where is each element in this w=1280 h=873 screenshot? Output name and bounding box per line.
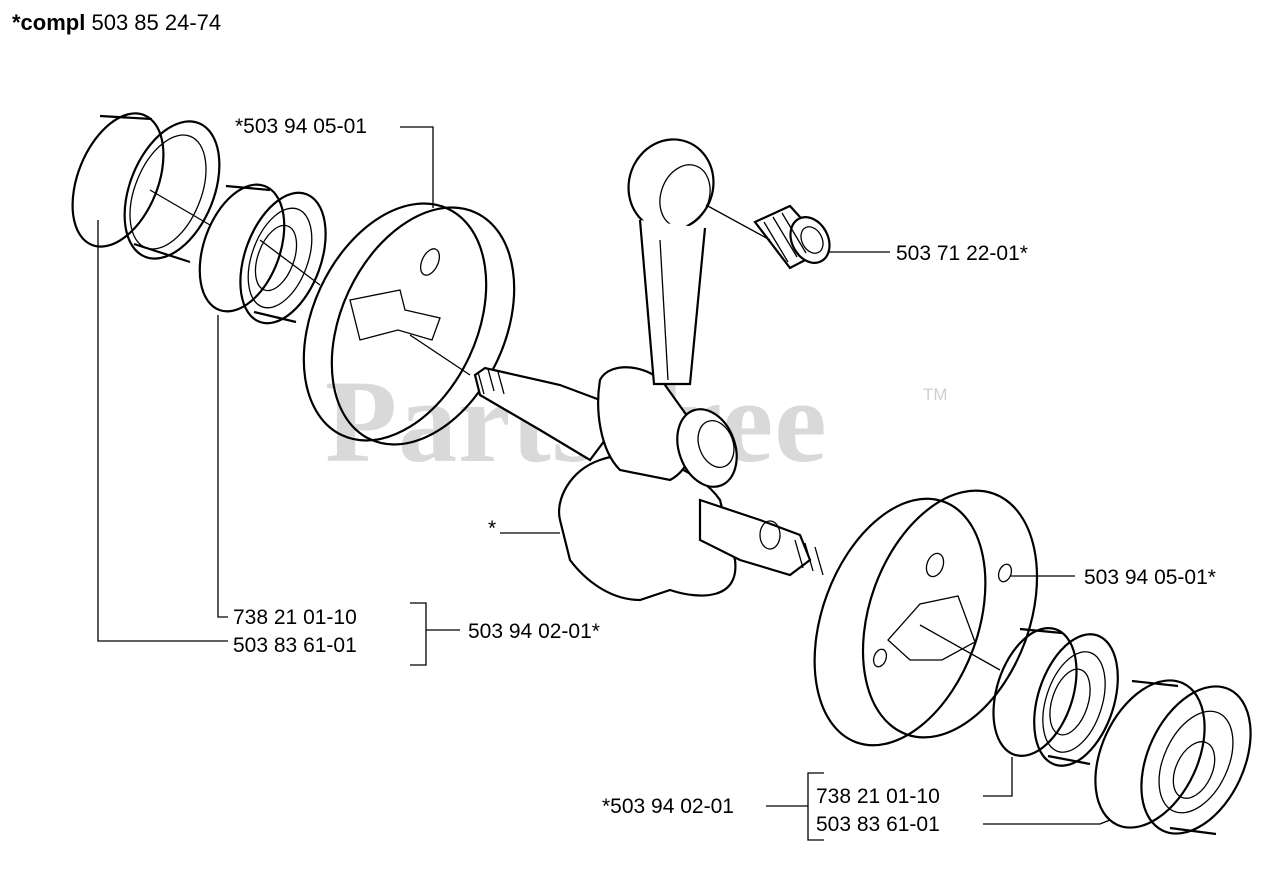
connecting-rod[interactable] (616, 127, 726, 386)
label-right-bearing: 738 21 01-10 (816, 785, 940, 808)
label-flywheel-bottom: 503 94 05-01* (1084, 566, 1216, 589)
left-flywheel[interactable] (268, 174, 550, 474)
right-flywheel[interactable] (783, 466, 1069, 769)
label-flywheel-top: *503 94 05-01 (235, 115, 367, 138)
leader-lines (97, 126, 1111, 841)
label-left-kit: 503 94 02-01* (468, 620, 600, 643)
assembly-title: *compl 503 85 24-74 (12, 10, 221, 36)
crankshaft[interactable] (473, 366, 824, 602)
label-crank-marker: * (488, 517, 497, 540)
label-left-bearing: 738 21 01-10 (233, 606, 357, 629)
right-ball-bearing[interactable] (978, 617, 1133, 776)
label-left-seal: 503 83 61-01 (233, 634, 357, 657)
right-oil-seal[interactable] (1074, 663, 1273, 851)
label-needle-bearing: 503 71 22-01* (896, 242, 1028, 265)
assembly-number: 503 85 24-74 (91, 10, 222, 35)
needle-bearing[interactable] (705, 204, 837, 270)
left-ball-bearing[interactable] (184, 173, 342, 335)
label-right-kit: *503 94 02-01 (602, 795, 734, 818)
watermark-trademark: TM (923, 385, 948, 404)
left-oil-seal[interactable] (55, 100, 238, 272)
label-right-seal: 503 83 61-01 (816, 813, 940, 836)
assembly-prefix: *compl (12, 10, 86, 35)
